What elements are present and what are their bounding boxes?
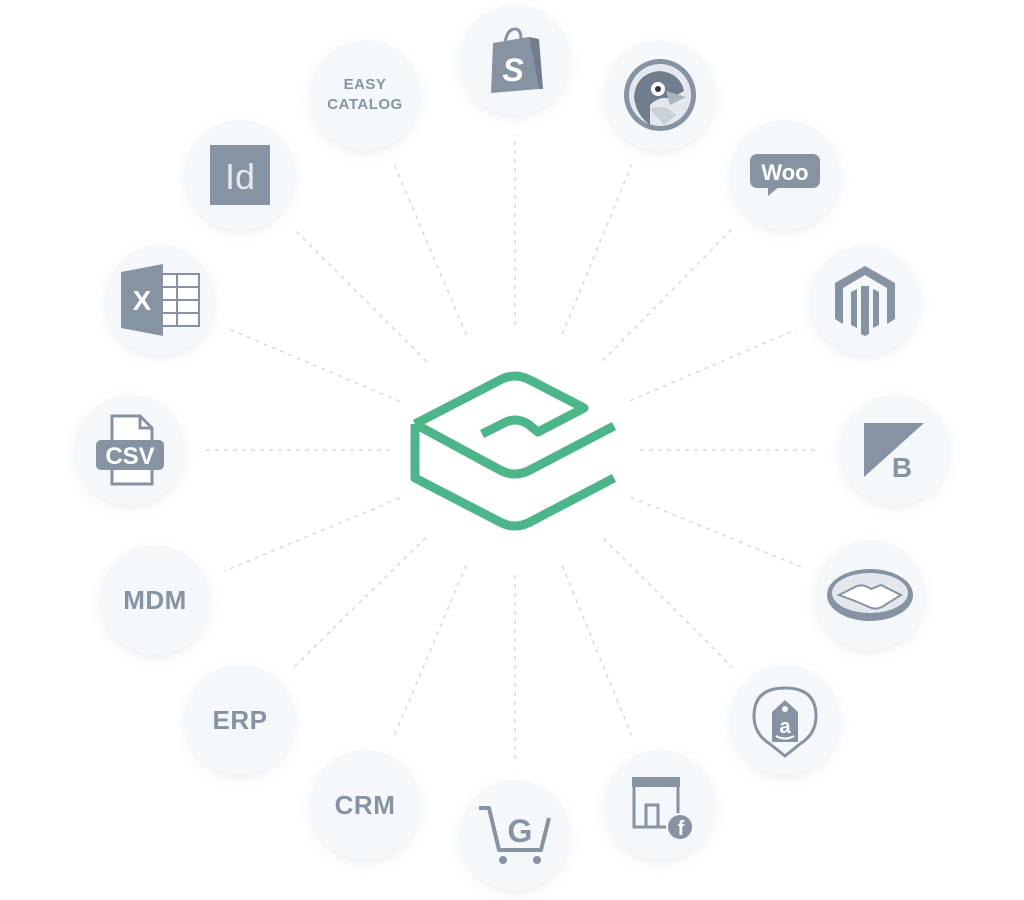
connector-line [561, 565, 633, 736]
easycatalog-label: EASY CATALOG [327, 75, 402, 115]
connector-line [602, 537, 733, 668]
connector-line [228, 328, 401, 403]
svg-text:Id: Id [225, 156, 255, 197]
integration-indesign[interactable]: Id [185, 120, 295, 230]
shopify-bag-icon: S [491, 27, 543, 93]
connector-line [629, 328, 797, 402]
connector-line [393, 163, 468, 336]
erp-label: ERP [212, 704, 268, 735]
integration-csv[interactable]: CSV [75, 395, 185, 505]
crm-label: CRM [334, 789, 396, 820]
mdm-label: MDM [123, 584, 187, 615]
facebook-shop-icon: f [632, 777, 694, 841]
svg-text:X: X [133, 285, 152, 316]
svg-text:Woo: Woo [761, 160, 808, 185]
easycatalog-label-line2: CATALOG [327, 96, 403, 113]
prestashop-puffin-icon [624, 59, 696, 131]
connector-line [561, 164, 633, 335]
amazon-tag-icon: a [752, 686, 818, 758]
svg-text:B: B [892, 452, 912, 483]
svg-text:G: G [508, 813, 533, 849]
handshake-icon [827, 569, 913, 621]
svg-text:S: S [502, 52, 524, 88]
easycatalog-label-line1: EASY [343, 76, 387, 93]
integration-google-shopping[interactable]: G [460, 780, 570, 890]
integration-woocommerce[interactable]: Woo [730, 120, 840, 230]
integration-excel[interactable]: X [105, 245, 215, 355]
svg-text:a: a [779, 716, 791, 738]
integration-magento[interactable] [810, 245, 920, 355]
bigcommerce-icon: B [864, 423, 924, 483]
csv-file-icon: CSV [96, 414, 164, 486]
svg-text:CSV: CSV [105, 443, 154, 470]
integration-facebook-shop[interactable]: f [605, 750, 715, 860]
integration-easycatalog[interactable]: EASY CATALOG [310, 40, 420, 150]
integration-prestashop[interactable] [605, 40, 715, 150]
integration-amazon[interactable]: a [730, 665, 840, 775]
connector-line [393, 564, 468, 737]
connector-line [292, 537, 427, 668]
integration-mdm[interactable]: MDM [100, 545, 210, 655]
connector-line [630, 496, 801, 568]
connector-line [602, 227, 733, 362]
excel-icon: X [121, 264, 200, 336]
google-shopping-cart-icon: G [479, 806, 551, 864]
magento-icon [835, 266, 895, 336]
integration-crm[interactable]: CRM [310, 750, 420, 860]
svg-text:f: f [678, 818, 685, 840]
indesign-icon: Id [210, 145, 270, 205]
integration-mercadolibre[interactable] [815, 540, 925, 650]
woocommerce-icon: Woo [750, 154, 820, 196]
integration-erp[interactable]: ERP [185, 665, 295, 775]
integration-shopify[interactable]: S [460, 5, 570, 115]
integration-bigcommerce[interactable]: B [840, 395, 950, 505]
